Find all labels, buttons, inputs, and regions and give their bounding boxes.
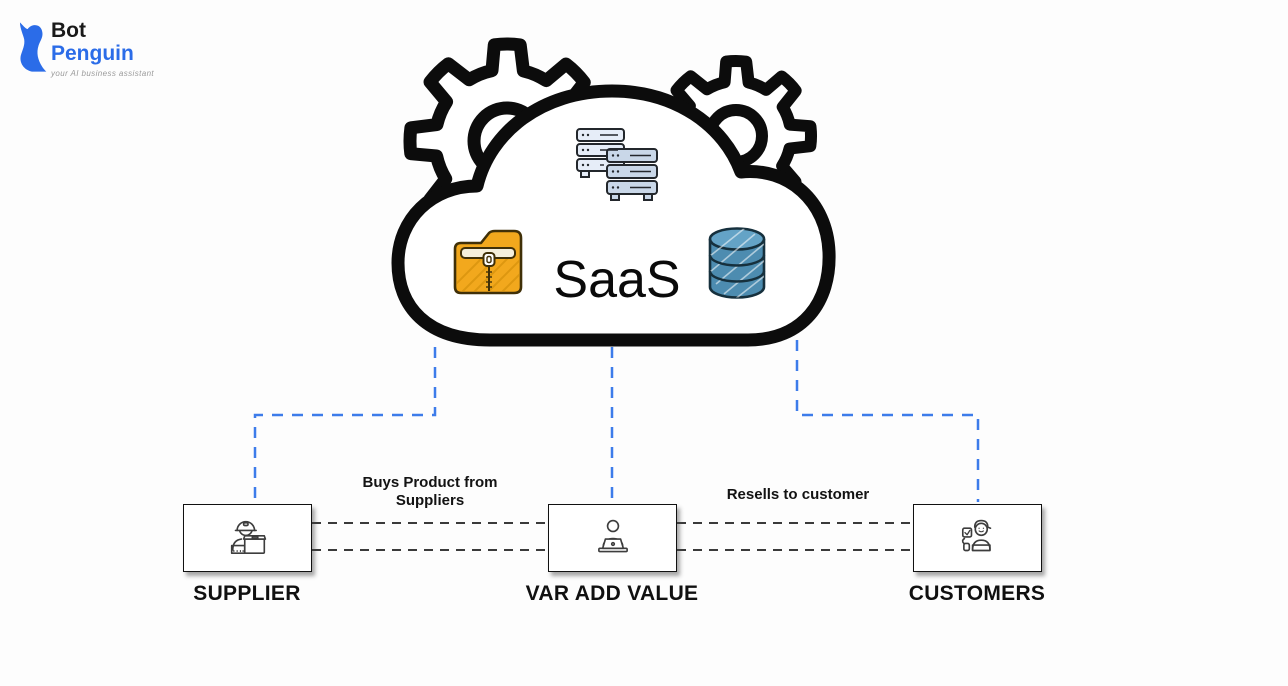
customer-feedback-icon [961,519,991,552]
connector-cloud-customers [795,340,980,502]
label-buys-product-line2: Suppliers [395,492,465,509]
saas-label: SaaS [553,251,681,309]
label-buys-product: Buys Product from Suppliers [320,474,540,510]
logo-text-bot: Bot [51,19,86,42]
label-buys-product-line1: Buys Product from [362,474,498,491]
logo-tagline: your AI business assistant [51,69,155,78]
logo-text-penguin: Penguin [51,42,134,65]
worker-with-box-icon [230,520,266,555]
botpenguin-logo: Bot Penguin your AI business assistant [14,20,154,78]
label-resells: Resells to customer [726,486,870,503]
customers-node [913,504,1042,572]
zip-folder-icon [453,229,523,295]
var-node [548,504,677,572]
penguin-icon [19,22,47,72]
person-at-laptop-icon [597,519,628,553]
supplier-label: SUPPLIER [193,582,301,605]
database-icon [708,227,766,299]
server-stack-icon [576,128,658,201]
customers-label: CUSTOMERS [908,582,1046,605]
var-label: VAR ADD VALUE [525,582,699,605]
supplier-node [183,504,312,572]
